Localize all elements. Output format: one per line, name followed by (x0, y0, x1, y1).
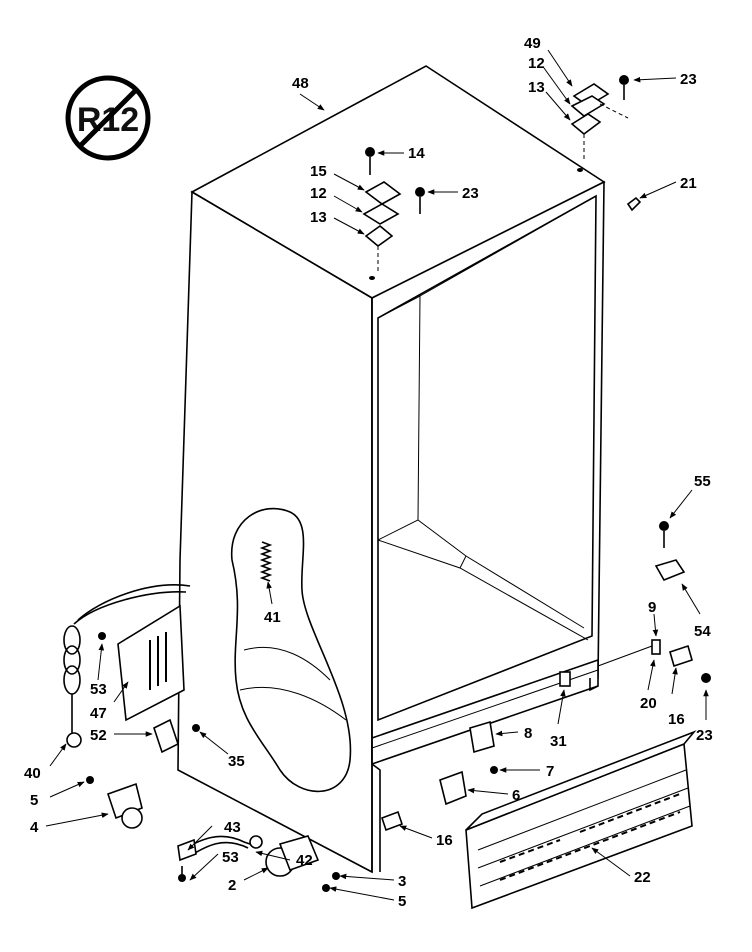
label-7: 7 (546, 763, 554, 780)
label-49: 49 (524, 35, 541, 52)
spring-41 (259, 541, 273, 582)
label-3: 3 (398, 873, 406, 890)
label-16-bottom: 16 (436, 832, 453, 849)
label-5-bottom: 5 (398, 893, 406, 910)
upper-right-hinge (570, 75, 629, 160)
label-47: 47 (90, 705, 107, 722)
center-top-hinge (362, 147, 425, 272)
label-42: 42 (296, 852, 313, 869)
label-22: 22 (634, 869, 651, 886)
bottom-left-parts (86, 776, 340, 892)
label-53-left: 53 (90, 681, 107, 698)
part-labels: 48 49 12 13 23 14 15 12 13 23 21 55 54 9… (24, 35, 713, 910)
label-20: 20 (640, 695, 657, 712)
label-9: 9 (648, 599, 656, 616)
label-54: 54 (694, 623, 711, 640)
label-13-upper: 13 (528, 79, 545, 96)
label-23-upper: 23 (680, 71, 697, 88)
label-5-left: 5 (30, 792, 38, 809)
label-15: 15 (310, 163, 327, 180)
label-52: 52 (90, 727, 107, 744)
label-43: 43 (224, 819, 241, 836)
label-53-bottom: 53 (222, 849, 239, 866)
label-8: 8 (524, 725, 532, 742)
label-41: 41 (264, 609, 281, 626)
label-13-center: 13 (310, 209, 327, 226)
label-23-right: 23 (696, 727, 713, 744)
label-55: 55 (694, 473, 711, 490)
label-12-upper: 12 (528, 55, 545, 72)
label-23-center: 23 (462, 185, 479, 202)
label-40: 40 (24, 765, 41, 782)
leader-lines (45, 49, 709, 901)
label-12-center: 12 (310, 185, 327, 202)
label-31: 31 (550, 733, 567, 750)
power-cord-and-bracket (63, 584, 200, 754)
label-14: 14 (408, 145, 425, 162)
label-6: 6 (512, 787, 520, 804)
toe-grille-22 (465, 730, 697, 910)
part-21-clip (626, 196, 642, 212)
label-35: 35 (228, 753, 245, 770)
label-16-right: 16 (668, 711, 685, 728)
label-4: 4 (30, 819, 39, 836)
label-21: 21 (680, 175, 697, 192)
side-cutaway (231, 507, 352, 793)
cabinet-body (177, 65, 606, 874)
r12-refrigerant-badge: R12 (65, 75, 151, 161)
right-side-parts (597, 521, 711, 683)
bottom-center-parts (380, 671, 571, 832)
label-2: 2 (228, 877, 236, 894)
label-48: 48 (292, 75, 309, 92)
